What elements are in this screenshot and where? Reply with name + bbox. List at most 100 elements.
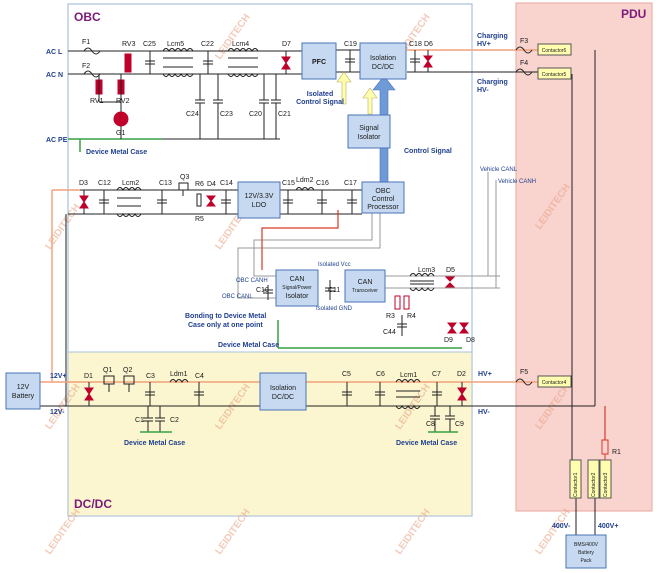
ref-c7: C7 (432, 371, 441, 378)
blocks: PFC Isolation DC/DC Signal Isolator 12V/… (5, 42, 607, 569)
terminal-ac-pe: AC PE (46, 137, 68, 144)
cap-c6 (375, 382, 385, 406)
cap-c13 (157, 190, 167, 214)
ldo-block (237, 181, 281, 219)
tvs-d2 (457, 382, 467, 406)
section-label-pdu: PDU (621, 7, 646, 21)
contactors: Contactor6 Contactor5 Contactor4 Contact… (537, 43, 612, 499)
ref-f2: F2 (82, 63, 90, 70)
terminal-hv-pos: HV+ (478, 371, 492, 378)
bms-battery-block (565, 534, 607, 569)
dcdc-isolation-label: Isolation (270, 385, 296, 392)
can-mid-wire (237, 213, 381, 299)
contactor-4 (537, 375, 572, 388)
isolated-vcc-label: Isolated Vcc (318, 262, 351, 268)
ref-g1: G1 (116, 130, 125, 137)
ref-c20: C20 (249, 111, 262, 118)
gdt-g1 (113, 111, 129, 127)
battery-12v-label: 12V (17, 384, 30, 391)
ref-c3: C3 (146, 373, 155, 380)
designators: F1 F2 F3 F4 F5 RV3 RV1 RV2 G1 C25 Lcm5 C… (79, 38, 621, 456)
cap-c11 (325, 280, 335, 300)
isolated-ctrl-arrow-2 (362, 87, 378, 115)
cap-c1 (143, 406, 153, 432)
ref-c1: C1 (135, 417, 144, 424)
vehicle-canl-label: Vehicle CANL (480, 167, 518, 173)
charging-hv-pos-2: HV+ (477, 41, 491, 48)
ref-d6: D6 (424, 41, 433, 48)
ref-lcm2: Lcm2 (122, 180, 139, 187)
ref-c8: C8 (426, 421, 435, 428)
can-isolator-label: CAN (290, 276, 305, 283)
obc-control-label: Control (372, 196, 395, 203)
bms-battery-label: Battery (578, 550, 594, 556)
cap-c22 (203, 51, 213, 74)
ldo-label: LDO (252, 202, 267, 209)
ref-c19: C19 (344, 41, 357, 48)
can-top-wire (253, 213, 373, 277)
ref-ldm2: Ldm2 (296, 177, 314, 184)
ref-c9: C9 (455, 421, 464, 428)
tvs-d7 (281, 51, 291, 74)
cap-c44 (397, 315, 407, 336)
pfc-label: PFC (312, 59, 326, 66)
terminal-12v-neg: 12V- (50, 409, 65, 416)
isolated-ctrl-label-2: Control Signal (296, 99, 344, 106)
tvs-d4 (205, 195, 217, 207)
contactor-4-label: Contactor4 (542, 380, 567, 386)
cap-c5 (342, 382, 352, 406)
obc-canl-label: OBC CANL (222, 294, 253, 300)
ref-c11: C11 (328, 287, 340, 294)
ref-rv3: RV3 (122, 41, 136, 48)
mosfet-q1 (103, 375, 115, 392)
ref-q1: Q1 (103, 367, 112, 374)
charging-hv-neg-1: Charging (477, 79, 508, 86)
ref-d7: D7 (282, 41, 291, 48)
ref-c25: C25 (143, 41, 156, 48)
cap-c18 (410, 50, 420, 72)
obc-isolation-label: Isolation (370, 55, 396, 62)
obc-control-label: Processor (367, 204, 399, 211)
charging-hv-pos-1: Charging (477, 33, 508, 40)
cap-c2 (155, 406, 165, 432)
ref-c5: C5 (342, 371, 351, 378)
can-isolator-label: Isolator (286, 293, 310, 300)
isolated-gnd-label: Isolated GND (316, 306, 353, 312)
ref-c10: C10 (256, 287, 269, 294)
ldo-label: 12V/3.3V (245, 193, 274, 200)
ref-c23: C23 (220, 111, 233, 118)
ref-d9: D9 (444, 337, 453, 344)
varistor-rv3 (124, 53, 132, 73)
can-isolator-block (275, 269, 319, 307)
signal-isolator-block (347, 114, 391, 149)
obc-isolation-block (359, 42, 407, 80)
device-metal-case-2: Device Metal Case (218, 342, 279, 349)
ref-d2: D2 (457, 371, 466, 378)
battery-12v-label: Battery (12, 393, 35, 400)
contactor-2 (587, 459, 600, 499)
contactor-2-label: Contactor2 (591, 472, 597, 497)
pfc-block (301, 42, 337, 80)
ref-r4: R4 (407, 313, 416, 320)
isolated-ctrl-arrow-1 (336, 71, 352, 105)
ref-c15: C15 (282, 180, 295, 187)
obc-control-block (361, 181, 405, 214)
inductor-ldm1 (169, 379, 189, 383)
cap-c24 (195, 74, 205, 139)
terminal-12v-pos: 12V+ (50, 373, 67, 380)
ref-r1: R1 (612, 449, 621, 456)
signal-isolator-label: Isolator (358, 134, 382, 141)
device-metal-case-3: Device Metal Case (124, 440, 185, 447)
choke-lcm3 (409, 273, 435, 291)
ref-lcm5: Lcm5 (167, 41, 184, 48)
choke-lcm1 (395, 379, 421, 409)
ref-c22: C22 (201, 41, 214, 48)
bonding-label-1: Bonding to Device Metal (185, 313, 266, 320)
cap-c7 (432, 382, 442, 406)
resistor-r3 (394, 295, 401, 310)
device-metal-case-1: Device Metal Case (86, 149, 147, 156)
ref-c4: C4 (195, 373, 204, 380)
signal-isolator-label: Signal (359, 125, 379, 132)
cap-c12 (99, 190, 109, 214)
cap-c15 (283, 190, 293, 214)
